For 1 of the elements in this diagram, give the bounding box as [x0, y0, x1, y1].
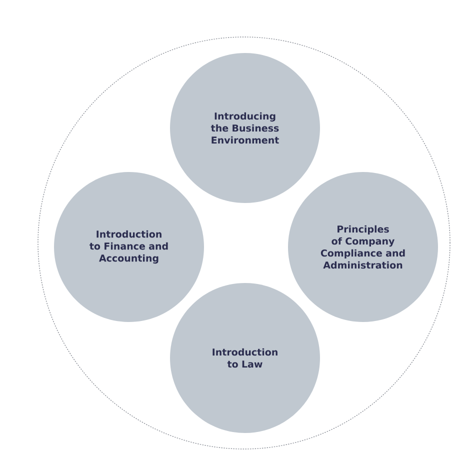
dotted-circle — [38, 36, 450, 450]
